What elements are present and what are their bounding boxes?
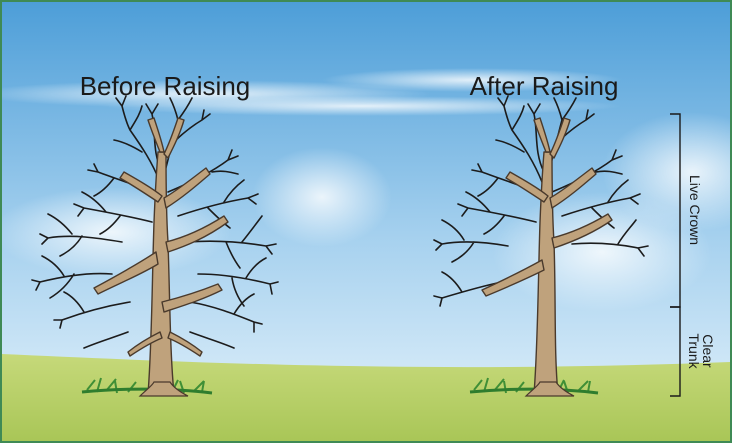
heading-after-raising: After Raising [470, 71, 619, 101]
label-live-crown: Live Crown [687, 175, 703, 245]
heading-before-raising: Before Raising [80, 71, 251, 101]
ground [2, 354, 730, 441]
label-clear-trunk-line2: Trunk [686, 333, 702, 369]
